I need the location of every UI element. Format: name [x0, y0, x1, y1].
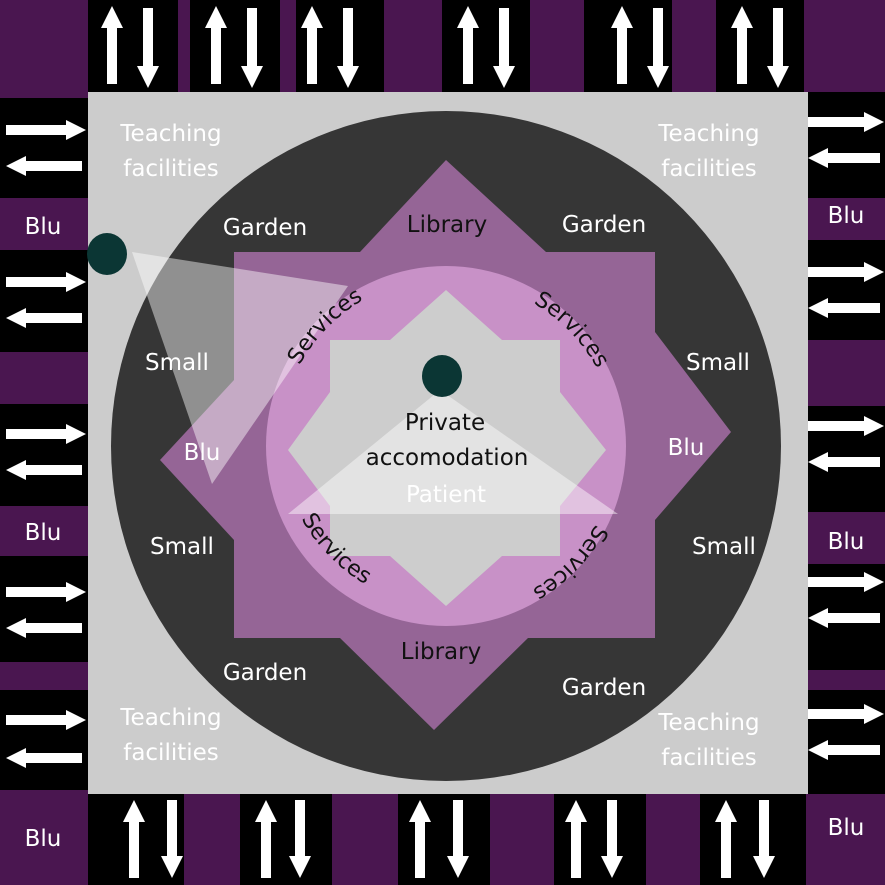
up-arrow-icon	[255, 800, 277, 878]
right-arrow-icon	[808, 262, 884, 282]
left-arrow-icon	[808, 608, 880, 628]
down-arrow-icon	[447, 800, 469, 878]
down-arrow-icon	[493, 8, 515, 88]
down-arrow-icon	[137, 8, 159, 88]
right-arrow-icon	[6, 710, 86, 730]
road-segment	[808, 92, 885, 198]
road-segment	[240, 794, 332, 885]
down-arrow-icon	[767, 8, 789, 88]
small-label: Small	[692, 534, 756, 560]
down-arrow-icon	[289, 800, 311, 878]
library-label: Library	[407, 212, 487, 238]
right-arrow-icon	[6, 120, 86, 140]
down-arrow-icon	[753, 800, 775, 878]
right-arrow-icon	[808, 112, 884, 132]
down-arrow-icon	[241, 8, 263, 88]
frame-blu-label: Blu	[828, 203, 865, 229]
small-label: Small	[150, 534, 214, 560]
teaching-label: facilities	[661, 745, 757, 771]
small-label: Small	[686, 350, 750, 376]
up-arrow-icon	[205, 6, 227, 84]
garden-label: Garden	[562, 675, 646, 701]
road-segment	[0, 556, 88, 662]
right-arrow-icon	[808, 704, 884, 724]
inner-star	[288, 290, 606, 606]
dot-marker-icon	[87, 233, 127, 275]
up-arrow-icon	[457, 6, 479, 84]
teaching-label: Teaching	[119, 705, 221, 731]
library-label: Library	[401, 639, 481, 665]
road-segment	[554, 794, 646, 885]
down-arrow-icon	[337, 8, 359, 88]
down-arrow-icon	[647, 8, 669, 88]
private-accommodation-label: Private	[405, 410, 485, 436]
teaching-label: facilities	[661, 156, 757, 182]
left-arrow-icon	[808, 740, 880, 760]
road-segment	[0, 404, 88, 506]
view-beam-left	[132, 252, 348, 484]
right-arrow-icon	[808, 572, 884, 592]
road-segment	[0, 690, 88, 790]
garden-label: Garden	[223, 215, 307, 241]
patient-label: Patient	[406, 482, 486, 508]
road-segment	[442, 0, 530, 92]
right-arrow-icon	[6, 582, 86, 602]
road-segment	[190, 0, 280, 92]
down-arrow-icon	[601, 800, 623, 878]
private-accommodation-label: accomodation	[366, 445, 529, 471]
up-arrow-icon	[715, 800, 737, 878]
right-arrow-icon	[6, 424, 86, 444]
up-arrow-icon	[611, 6, 633, 84]
frame-blu-label: Blu	[25, 520, 62, 546]
garden-label: Garden	[223, 660, 307, 686]
blu-label: Blu	[668, 435, 705, 461]
left-arrow-icon	[6, 618, 82, 638]
road-segment	[398, 794, 490, 885]
blu-label: Blu	[184, 440, 221, 466]
road-segment	[0, 98, 88, 198]
up-arrow-icon	[565, 800, 587, 878]
frame-blu-label: Blu	[25, 826, 62, 852]
left-arrow-icon	[6, 748, 82, 768]
frame-blu-label: Blu	[828, 815, 865, 841]
road-segment	[808, 240, 885, 340]
right-arrow-icon	[808, 416, 884, 436]
road-segment	[88, 0, 178, 92]
left-arrow-icon	[6, 308, 82, 328]
road-segment	[716, 0, 804, 92]
left-arrow-icon	[6, 156, 82, 176]
up-arrow-icon	[301, 6, 323, 84]
dot-marker-icon	[422, 355, 462, 397]
small-label: Small	[145, 350, 209, 376]
road-segment	[808, 690, 885, 794]
traffic-arrows	[6, 6, 884, 878]
teaching-label: Teaching	[657, 710, 759, 736]
view-beam-center	[288, 390, 618, 514]
teaching-label: Teaching	[119, 121, 221, 147]
up-arrow-icon	[101, 6, 123, 84]
left-arrow-icon	[808, 148, 880, 168]
right-arrow-icon	[6, 272, 86, 292]
road-segment	[0, 250, 88, 352]
frame-blu-label: Blu	[25, 214, 62, 240]
teaching-label: facilities	[123, 740, 219, 766]
left-arrow-icon	[808, 298, 880, 318]
road-segment	[700, 794, 806, 885]
up-arrow-icon	[731, 6, 753, 84]
teaching-label: Teaching	[657, 121, 759, 147]
up-arrow-icon	[123, 800, 145, 878]
teaching-label: facilities	[123, 156, 219, 182]
garden-label: Garden	[562, 212, 646, 238]
up-arrow-icon	[409, 800, 431, 878]
left-arrow-icon	[6, 460, 82, 480]
down-arrow-icon	[161, 800, 183, 878]
frame-blu-label: Blu	[828, 529, 865, 555]
left-arrow-icon	[808, 452, 880, 472]
